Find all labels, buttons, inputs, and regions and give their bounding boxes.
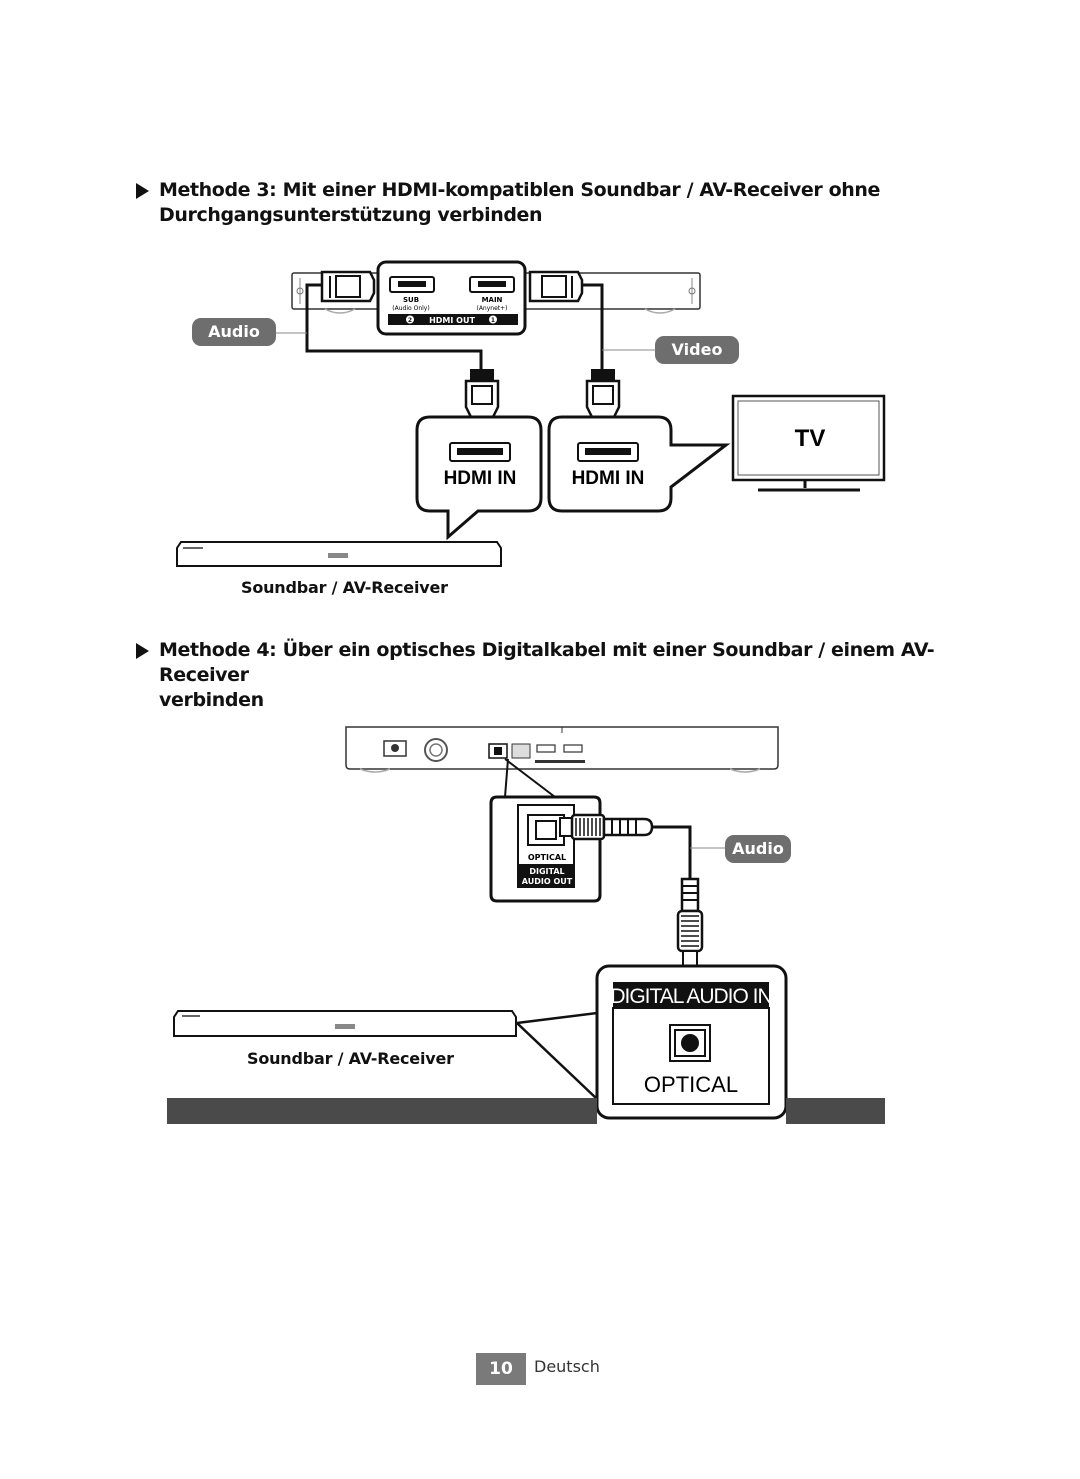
hdmi-in-callout-left: HDMI IN xyxy=(415,415,543,541)
hdmi-plug-left xyxy=(320,270,376,303)
method3-video-tag: Video xyxy=(655,336,739,364)
method4-audio-tag: Audio xyxy=(725,835,791,863)
port-sub-label: SUB xyxy=(403,296,419,304)
port-sub-note: (Audio Only) xyxy=(392,305,429,312)
method3-soundbar-caption: Soundbar / AV-Receiver xyxy=(241,578,448,597)
method3-heading-line2: Durchgangsunterstützung verbinden xyxy=(159,204,543,226)
optical-plug-vertical xyxy=(676,877,704,968)
hdmi-plug-right xyxy=(528,270,584,303)
soundbar-device xyxy=(176,541,502,567)
method3-heading-line1: Methode 3: Mit einer HDMI-kompatiblen So… xyxy=(159,179,880,201)
page-language: Deutsch xyxy=(534,1357,600,1376)
table-surface-bar xyxy=(167,1098,597,1124)
optical-cable xyxy=(652,825,725,879)
hdmi-in-left-label: HDMI IN xyxy=(444,468,517,489)
soundbar-device-2 xyxy=(173,1010,517,1037)
player-digital-out-2: AUDIO OUT xyxy=(522,877,573,886)
optical-in-label: OPTICAL xyxy=(644,1072,738,1097)
port-main-label: MAIN xyxy=(482,296,503,304)
hdmi-out-num-main: 1 xyxy=(491,317,495,324)
method3-heading: Methode 3: Mit einer HDMI-kompatiblen So… xyxy=(136,178,956,228)
player-optical-label: OPTICAL xyxy=(528,853,566,862)
page-number: 10 xyxy=(476,1353,526,1385)
table-surface-bar-right xyxy=(786,1098,885,1124)
port-main-note: (Anynet+) xyxy=(476,305,507,312)
method3-audio-tag: Audio xyxy=(192,318,276,346)
optical-out-callout: OPTICAL DIGITAL AUDIO OUT xyxy=(489,758,602,903)
tv-device: TV xyxy=(731,394,886,492)
bullet-triangle-icon xyxy=(136,183,149,199)
bullet-triangle-icon xyxy=(136,643,149,659)
digital-audio-in-label: DIGITAL AUDIO IN xyxy=(610,985,771,1008)
optical-plug-horizontal xyxy=(559,813,654,841)
method4-heading: Methode 4: Über ein optisches Digitalkab… xyxy=(136,638,956,713)
hdmi-out-label: HDMI OUT xyxy=(429,316,475,325)
hdmi-in-callout-right: HDMI IN xyxy=(547,415,731,513)
method4-soundbar-caption: Soundbar / AV-Receiver xyxy=(247,1049,454,1068)
hdmi-in-right-label: HDMI IN xyxy=(572,468,645,489)
tv-label: TV xyxy=(795,425,826,452)
hdmi-out-num-sub: 2 xyxy=(408,317,412,324)
player-digital-out-1: DIGITAL xyxy=(529,867,564,876)
method4-heading-line2: verbinden xyxy=(159,689,264,711)
hdmi-cables xyxy=(276,283,656,369)
method4-heading-line1: Methode 4: Über ein optisches Digitalkab… xyxy=(159,639,935,686)
digital-audio-in-callout: DIGITAL AUDIO IN OPTICAL xyxy=(514,964,788,1120)
hdmi-out-panel: SUB (Audio Only) MAIN (Anynet+) 2 1 HDMI… xyxy=(376,260,527,336)
method3-diagram: SUB (Audio Only) MAIN (Anynet+) 2 1 HDMI… xyxy=(176,260,886,567)
player-device-back xyxy=(345,726,779,773)
